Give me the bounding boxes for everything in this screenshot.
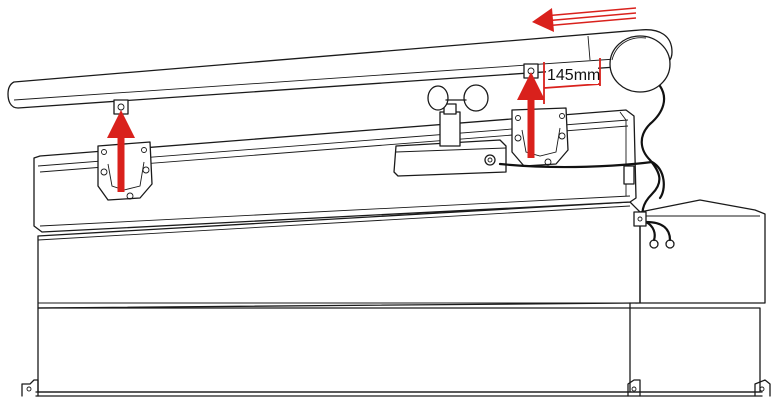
foot-far-right (754, 379, 771, 397)
foot-left (21, 379, 39, 397)
base-cabinet (21, 199, 771, 397)
hinge-bracket-right (511, 107, 569, 167)
hinge-bracket-left (97, 141, 153, 201)
end-cap-roller (609, 35, 671, 93)
cable-harness (498, 84, 675, 249)
sensor-mount (393, 84, 507, 177)
foot-right (627, 379, 641, 397)
dimension-label: 145mm (547, 67, 600, 84)
dimension-145mm: 145mm (543, 58, 601, 104)
slide-arrow-top (532, 7, 637, 32)
